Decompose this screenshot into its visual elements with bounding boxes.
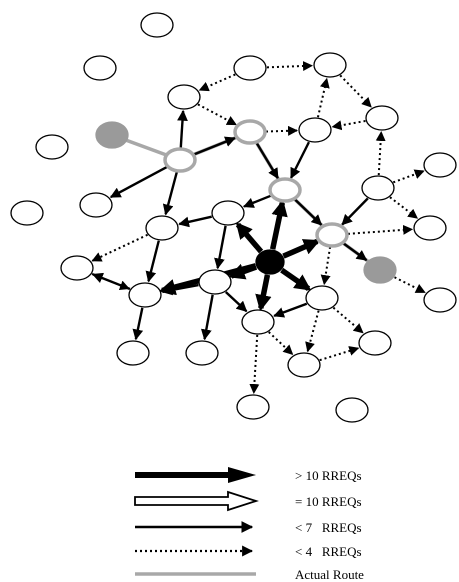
edge-dot-r-u [91, 233, 148, 262]
edge-dot-ab-af [268, 331, 294, 356]
node-route-i [233, 119, 267, 145]
legend-label-lt7: < 7 RREQs [295, 520, 362, 535]
edge-med-k-i [193, 136, 236, 156]
node-plain-c [233, 55, 267, 81]
edge-med-z-ab [273, 302, 308, 318]
legend-item-route: Actual Route [135, 567, 364, 582]
legend-label-eq10: = 10 RREQs [295, 494, 362, 509]
edge-thick-v-p [269, 199, 288, 250]
edge-dot-af-ae [319, 346, 360, 362]
node-plain-t [413, 215, 447, 241]
route-line [110, 130, 382, 272]
node-plain-ag [236, 394, 270, 420]
edge-med-x-ad [200, 294, 214, 341]
edge-med-k-e [177, 109, 188, 149]
edge-dot-s-t [347, 224, 414, 235]
edge-dot-d-f [339, 74, 372, 108]
legend-label-over10: > 10 RREQs [295, 468, 362, 483]
node-plain-o [361, 175, 395, 201]
node-layer [10, 12, 457, 423]
edge-med-r-y [145, 240, 160, 283]
edge-med-y-ac [132, 307, 144, 341]
edge-dot-z-af [305, 310, 320, 353]
edge-dot-e-i [197, 103, 237, 126]
edge-thick-v-s [282, 238, 321, 259]
edge-dot-c-e [198, 73, 236, 92]
node-plain-q [211, 200, 245, 226]
node-route-p [268, 177, 302, 203]
edge-dot-o-f [375, 130, 386, 176]
node-plain-a [140, 12, 174, 38]
edge-dot-f-j [331, 119, 366, 131]
edge-dot-i-j [265, 125, 299, 136]
edge-dot-s-z [320, 246, 332, 286]
edge-dot-c-d [266, 61, 314, 72]
edge-thick-v-z [280, 267, 312, 291]
legend: > 10 RREQs = 10 RREQs < 7 RREQs < 4 RREQsAc… [134, 467, 364, 582]
node-route-s [315, 222, 349, 248]
edge-dot-j-d [316, 77, 330, 118]
node-plain-ac [116, 340, 150, 366]
node-plain-m [10, 200, 44, 226]
edge-thick-v-q [235, 222, 264, 254]
node-plain-n [79, 192, 113, 218]
edge-med-o-s [341, 197, 369, 226]
edge-med-s-w [342, 242, 368, 262]
node-end-w [363, 256, 397, 284]
edge-med-k-r [162, 171, 179, 216]
edge-med-p-q [242, 194, 272, 208]
actual-route [110, 130, 382, 272]
legend-item-lt4: < 4 RREQs [135, 544, 362, 559]
node-plain-u [60, 255, 94, 281]
edge-med-j-p [289, 141, 311, 179]
node-plain-z [305, 285, 339, 311]
legend-label-route: Actual Route [295, 567, 364, 582]
node-plain-ah [335, 397, 369, 423]
node-source-v [255, 249, 285, 275]
node-plain-aa [423, 287, 457, 313]
node-route-k [163, 147, 197, 173]
node-plain-j [298, 117, 332, 143]
edge-dot-ab-ag [249, 334, 260, 395]
edge-med-q-x [214, 225, 227, 270]
legend-item-eq10: = 10 RREQs [134, 490, 362, 512]
legend-hollow-arrow [134, 490, 259, 512]
edge-med-k-n [109, 165, 168, 199]
node-plain-f [365, 105, 399, 131]
node-plain-ab [241, 309, 275, 335]
edge-dot-w-aa [394, 276, 426, 294]
edge-dot-o-l [392, 169, 425, 184]
edge-med-p-s [294, 198, 323, 226]
edge-med-q-r [178, 215, 212, 228]
node-plain-b [83, 55, 117, 81]
node-plain-x [198, 269, 232, 295]
node-plain-e [167, 84, 201, 110]
edge-dot-z-ae [332, 306, 364, 334]
edge-dot-o-t [389, 196, 419, 219]
node-plain-g [35, 134, 69, 160]
node-plain-r [145, 215, 179, 241]
node-plain-ae [358, 330, 392, 356]
edge-layer [91, 61, 426, 395]
node-end-h [95, 121, 129, 149]
edge-med-y-u [91, 272, 131, 291]
node-plain-d [313, 52, 347, 78]
legend-label-lt4: < 4 RREQs [295, 544, 362, 559]
legend-item-lt7: < 7 RREQs [135, 520, 362, 535]
legend-thick-arrow [135, 467, 256, 483]
node-plain-l [423, 152, 457, 178]
edge-thick-v-ab [255, 274, 272, 312]
node-plain-y [128, 282, 162, 308]
edge-med-i-p [255, 142, 279, 180]
node-plain-ad [185, 340, 219, 366]
node-plain-af [287, 352, 321, 378]
legend-item-over10: > 10 RREQs [135, 467, 362, 483]
edge-med-x-ab [224, 291, 248, 313]
